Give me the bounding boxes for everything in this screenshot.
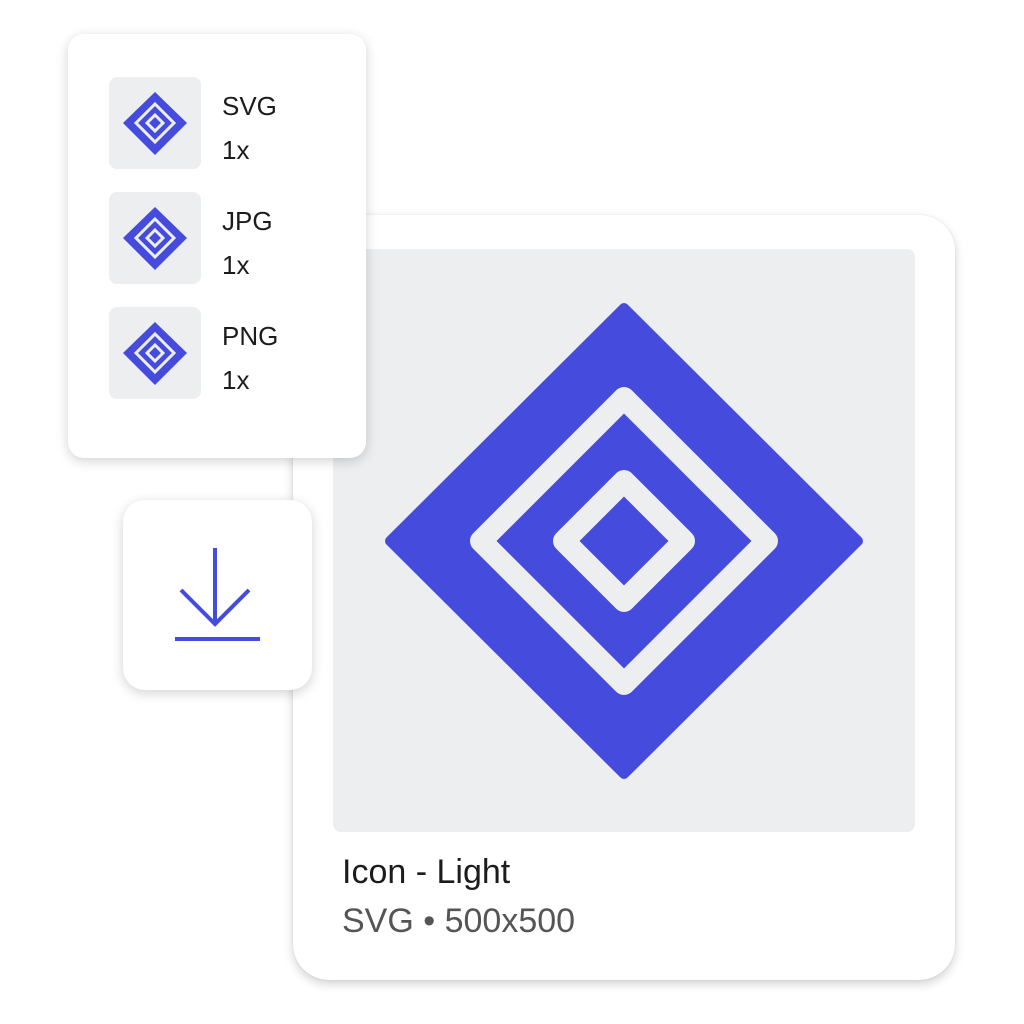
scale-label: 1x <box>222 250 250 280</box>
download-icon <box>175 548 260 641</box>
asset-title: Icon - Light <box>342 853 511 891</box>
asset-subtitle: SVG • 500x500 <box>342 902 576 940</box>
export-format-menu: SVG 1x JPG 1x PNG 1x <box>68 34 366 458</box>
export-option-jpg[interactable]: JPG 1x <box>109 192 369 284</box>
diamond-thumbnail-icon <box>109 77 201 169</box>
export-option-svg[interactable]: SVG 1x <box>109 77 369 169</box>
diamond-thumbnail-icon <box>109 192 201 284</box>
diamond-thumbnail-icon <box>109 307 201 399</box>
scale-label: 1x <box>222 135 250 165</box>
asset-card[interactable]: Icon - Light SVG • 500x500 <box>293 215 955 980</box>
concentric-diamond-icon <box>385 303 863 779</box>
format-label: SVG <box>222 91 277 121</box>
export-option-png[interactable]: PNG 1x <box>109 307 369 399</box>
scale-label: 1x <box>222 365 250 395</box>
download-button[interactable] <box>123 500 312 690</box>
format-label: PNG <box>222 321 279 351</box>
asset-preview <box>333 249 915 832</box>
format-label: JPG <box>222 206 273 236</box>
